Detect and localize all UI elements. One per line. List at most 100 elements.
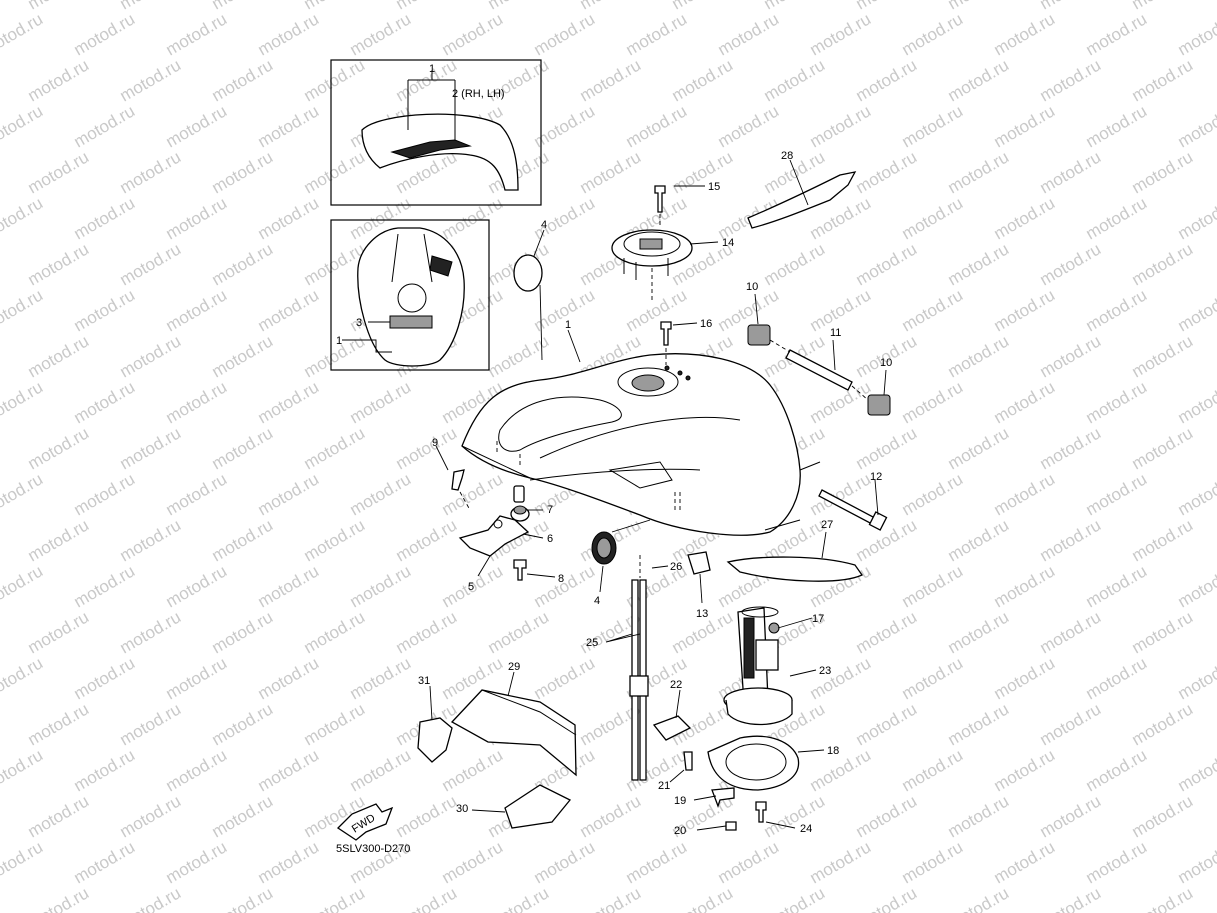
watermark-text: motod.ru — [439, 469, 507, 519]
watermark-text: motod.ru — [301, 55, 369, 105]
callout-30: 30 — [456, 803, 468, 815]
watermark-text: motod.ru — [117, 791, 185, 841]
part-13-clip — [687, 551, 711, 575]
watermark-text: motod.ru — [347, 653, 415, 703]
watermark-text: motod.ru — [991, 285, 1059, 335]
watermark-text: motod.ru — [301, 147, 369, 197]
part-5-bracket — [458, 515, 530, 557]
watermark-text: motod.ru — [117, 331, 185, 381]
watermark-text: motod.ru — [853, 423, 921, 473]
watermark-text: motod.ru — [945, 55, 1013, 105]
watermark-text: motod.ru — [25, 883, 93, 913]
callout-20: 20 — [674, 825, 686, 837]
watermark-text: motod.ru — [439, 9, 507, 59]
callout-10-bottom: 10 — [880, 357, 892, 369]
watermark-text: motod.ru — [1175, 561, 1217, 611]
part-20-screw — [725, 821, 737, 831]
watermark-text: motod.ru — [117, 883, 185, 913]
watermark-text: motod.ru — [669, 147, 737, 197]
watermark-text: motod.ru — [1037, 699, 1105, 749]
watermark-text: motod.ru — [163, 561, 231, 611]
watermark-text: motod.ru — [853, 147, 921, 197]
watermark-text: motod.ru — [71, 561, 139, 611]
watermark-text: motod.ru — [71, 377, 139, 427]
watermark-text: motod.ru — [669, 55, 737, 105]
watermark-text: motod.ru — [117, 699, 185, 749]
watermark-text: motod.ru — [991, 193, 1059, 243]
watermark-text: motod.ru — [853, 607, 921, 657]
watermark-text: motod.ru — [163, 653, 231, 703]
watermark-text: motod.ru — [0, 837, 46, 887]
watermark-text: motod.ru — [1083, 285, 1151, 335]
watermark-text: motod.ru — [945, 147, 1013, 197]
watermark-text: motod.ru — [991, 101, 1059, 151]
watermark-text: motod.ru — [531, 9, 599, 59]
watermark-text: motod.ru — [117, 239, 185, 289]
callout-28: 28 — [781, 150, 793, 162]
watermark-text: motod.ru — [163, 837, 231, 887]
watermark-text: motod.ru — [623, 837, 691, 887]
watermark-text: motod.ru — [899, 285, 967, 335]
watermark-text: motod.ru — [163, 101, 231, 151]
watermark-text: motod.ru — [71, 285, 139, 335]
watermark-text: motod.ru — [71, 837, 139, 887]
watermark-text: motod.ru — [1175, 285, 1217, 335]
callout-10-top: 10 — [746, 281, 758, 293]
watermark-text: motod.ru — [255, 561, 323, 611]
watermark-text: motod.ru — [0, 101, 46, 151]
watermark-text: motod.ru — [1037, 883, 1105, 913]
watermark-text: motod.ru — [255, 469, 323, 519]
watermark-text: motod.ru — [807, 653, 875, 703]
part-30-cover — [504, 784, 572, 829]
callout-31: 31 — [418, 675, 430, 687]
callout-7: 7 — [547, 504, 553, 516]
part-25-26-hoses — [629, 555, 649, 781]
watermark-text: motod.ru — [531, 837, 599, 887]
watermark-text: motod.ru — [209, 791, 277, 841]
watermark-text: motod.ru — [1037, 607, 1105, 657]
watermark-text: motod.ru — [1083, 101, 1151, 151]
watermark-text: motod.ru — [1083, 193, 1151, 243]
watermark-text: motod.ru — [25, 791, 93, 841]
callout-4-bottom: 4 — [594, 595, 600, 607]
watermark-text: motod.ru — [1129, 791, 1197, 841]
watermark-text: motod.ru — [347, 745, 415, 795]
watermark-text: motod.ru — [163, 469, 231, 519]
watermark-text: motod.ru — [255, 9, 323, 59]
part-10-11-pipe — [747, 324, 891, 416]
watermark-text: motod.ru — [71, 469, 139, 519]
callout-16: 16 — [700, 318, 712, 330]
part-24-bolt — [755, 801, 767, 823]
watermark-text: motod.ru — [71, 193, 139, 243]
watermark-text: motod.ru — [439, 193, 507, 243]
callout-18: 18 — [827, 745, 839, 757]
watermark-text: motod.ru — [761, 55, 829, 105]
watermark-text: motod.ru — [1037, 515, 1105, 565]
watermark-text: motod.ru — [853, 791, 921, 841]
watermark-text: motod.ru — [807, 9, 875, 59]
part-29-cover — [450, 689, 577, 777]
part-23-fuel-pump — [723, 606, 793, 726]
part-6-damper — [510, 505, 530, 522]
watermark-text: motod.ru — [25, 607, 93, 657]
watermark-text: motod.ru — [209, 607, 277, 657]
watermark-text: motod.ru — [71, 9, 139, 59]
watermark-text: motod.ru — [531, 561, 599, 611]
watermark-text: motod.ru — [439, 837, 507, 887]
part-14-filler-cap — [611, 200, 693, 300]
inset-top-label-1: 1 — [429, 63, 435, 75]
watermark-text: motod.ru — [393, 515, 461, 565]
watermark-text: motod.ru — [1175, 469, 1217, 519]
part-9-bolt — [451, 469, 471, 511]
watermark-text: motod.ru — [485, 607, 553, 657]
part-8-bolt — [513, 559, 527, 581]
watermark-text: motod.ru — [1129, 147, 1197, 197]
watermark-text: motod.ru — [393, 883, 461, 913]
part-4-lower-grommet — [591, 519, 651, 565]
watermark-text: motod.ru — [623, 101, 691, 151]
watermark-text: motod.ru — [71, 653, 139, 703]
watermark-text: motod.ru — [899, 193, 967, 243]
watermark-text: motod.ru — [1083, 9, 1151, 59]
watermark-text: motod.ru — [163, 193, 231, 243]
watermark-text: motod.ru — [1129, 423, 1197, 473]
